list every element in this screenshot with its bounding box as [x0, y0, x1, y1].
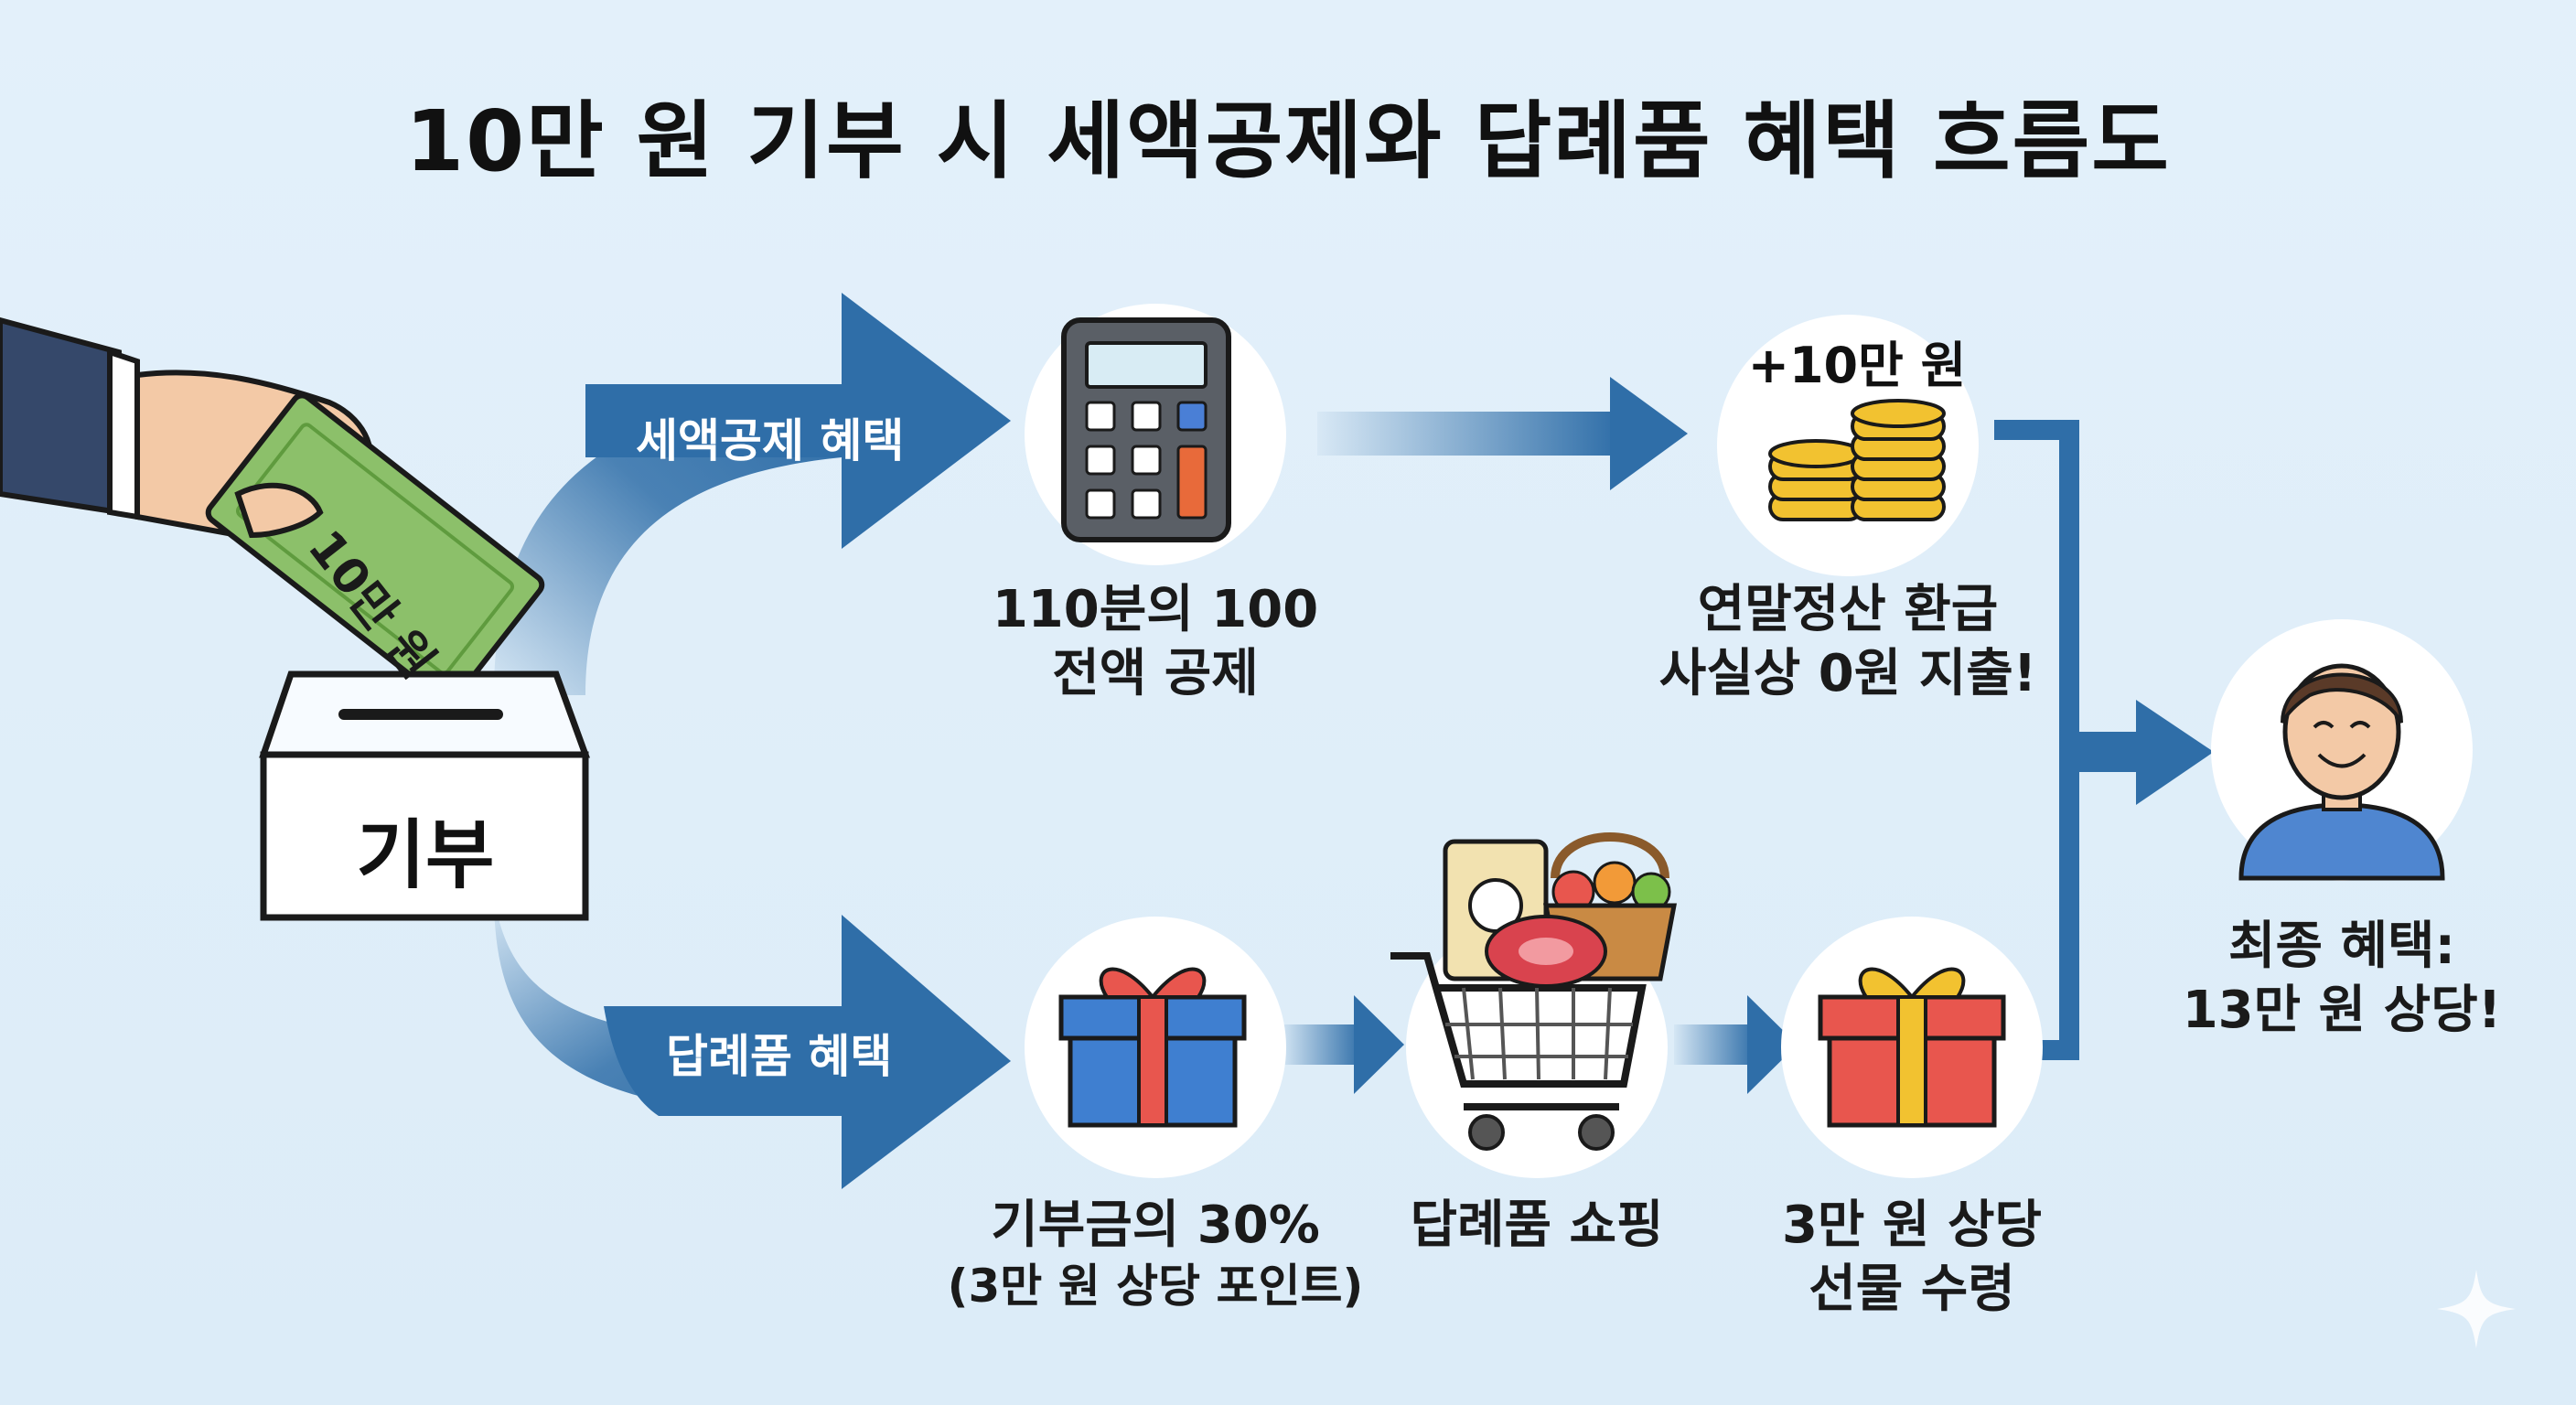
- final-benefit-label: 최종 혜택: 13만 원 상당!: [2168, 915, 2516, 1043]
- arrow-calc-to-refund: [1317, 377, 1688, 490]
- receive-line2: 선물 수령: [1809, 1260, 2015, 1319]
- refund-line2: 사실상 0원 지출!: [1658, 644, 2037, 703]
- sparkle-icon: [2437, 1270, 2516, 1348]
- thumb-icon: [234, 482, 324, 539]
- gift-box-icon: [1025, 917, 1286, 1178]
- deduction-label: 110분의 100 전액 공제: [972, 578, 1338, 706]
- arrow-shop-to-receive: [1674, 995, 1798, 1094]
- donation-box-label: 기부: [356, 812, 495, 899]
- arrow-points-to-shop: [1281, 995, 1404, 1094]
- page-title: 10만 원 기부 시 세액공제와 답례품 혜택 흐름도: [405, 92, 2171, 190]
- calculator-icon: [1025, 304, 1286, 565]
- final-line1: 최종 혜택:: [2228, 917, 2455, 976]
- gift-box-icon-red: [1781, 917, 2043, 1178]
- final-line2: 13만 원 상당!: [2182, 981, 2502, 1040]
- tax-branch-label: 세액공제 혜택: [636, 414, 905, 467]
- deduction-line1: 110분의 100: [992, 580, 1319, 639]
- receive-line1: 3만 원 상당: [1781, 1196, 2043, 1255]
- points-line1: 기부금의 30%: [991, 1196, 1320, 1255]
- points-label: 기부금의 30% (3만 원 상당 포인트): [936, 1194, 1375, 1315]
- bill-icon: [205, 392, 545, 705]
- points-line2: (3만 원 상당 포인트): [947, 1260, 1364, 1313]
- refund-label: 연말정산 환급 사실상 0원 지출!: [1610, 578, 2086, 706]
- coins-icon: [1717, 315, 1979, 576]
- refund-line1: 연말정산 환급: [1697, 580, 1999, 639]
- refund-amount: +10만 원: [1747, 337, 1967, 394]
- donation-box-icon: [259, 670, 590, 921]
- shopping-cart-icon: [1390, 832, 1678, 1178]
- gift-branch-label: 답례품 혜택: [666, 1030, 893, 1083]
- receive-label: 3만 원 상당 선물 수령: [1738, 1194, 2086, 1322]
- deduction-line2: 전액 공제: [1052, 644, 1259, 703]
- shopping-label: 답례품 쇼핑: [1410, 1196, 1664, 1255]
- gift-branch-arrow: [494, 896, 1011, 1189]
- tax-branch-arrow: [494, 293, 1011, 695]
- person-icon: [2211, 619, 2473, 881]
